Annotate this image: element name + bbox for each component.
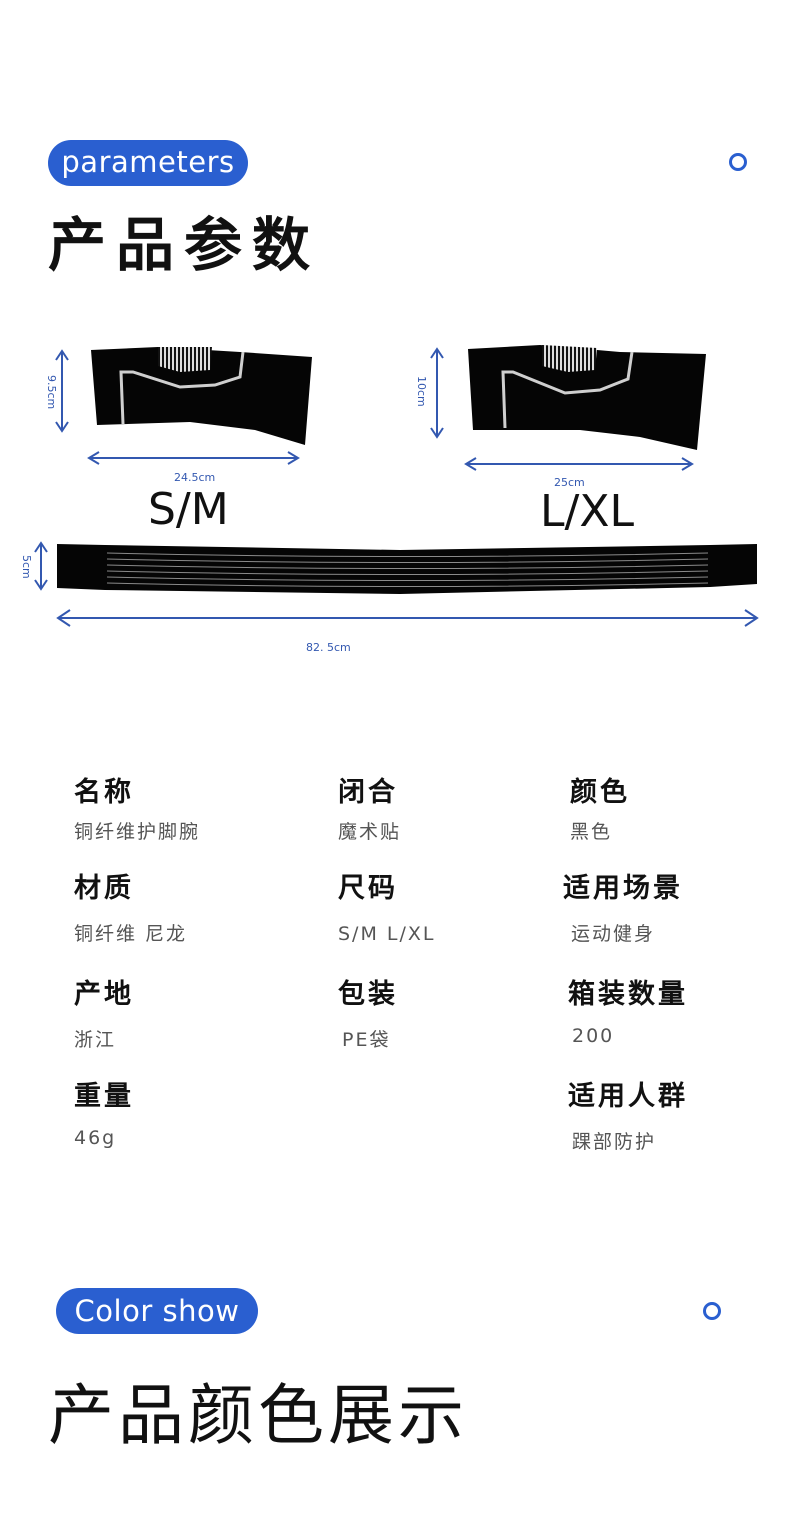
spec-value: 46g [74, 1127, 117, 1149]
spec-item-packaging: 包装 PE袋 [338, 972, 398, 1052]
ring-icon [703, 1302, 721, 1320]
spec-label: 适用场景 [563, 873, 683, 904]
dim-width-sm: 24.5cm [174, 471, 216, 484]
spec-label: 包装 [338, 979, 398, 1010]
spec-value: S/M L/XL [338, 923, 436, 945]
spec-item-size: 尺码 S/M L/XL [338, 866, 435, 945]
spec-value: 运动健身 [571, 923, 656, 945]
spec-value: 200 [572, 1025, 615, 1047]
strap [57, 544, 757, 594]
spec-item-box-quantity: 箱装数量 200 [568, 972, 688, 1047]
section-pill-color-show: Color show [56, 1288, 258, 1334]
spec-label: 闭合 [338, 777, 398, 808]
page-title-parameters: 产品参数 [48, 211, 321, 279]
dim-height-sm: 9.5cm [45, 375, 58, 410]
size-label-lxl: L/XL [540, 486, 634, 537]
spec-value: PE袋 [342, 1029, 391, 1051]
spec-label: 颜色 [570, 777, 630, 808]
spec-item-material: 材质 铜纤维 尼龙 [74, 866, 187, 946]
spec-label: 名称 [74, 777, 134, 808]
spec-value: 魔术贴 [338, 821, 402, 843]
size-label-sm: S/M [148, 484, 229, 535]
dim-width-lxl: 25cm [554, 476, 585, 489]
dim-length-strap: 82. 5cm [306, 641, 351, 654]
dim-height-lxl: 10cm [415, 376, 428, 407]
ring-icon [729, 153, 747, 171]
page-title-color-show: 产品颜色展示 [48, 1377, 468, 1454]
spec-item-color: 颜色 黑色 [570, 770, 630, 844]
spec-item-origin: 产地 浙江 [74, 972, 134, 1052]
ankle-brace-illustration [34, 345, 759, 627]
spec-item-weight: 重量 46g [74, 1074, 134, 1149]
brace-large [468, 345, 706, 450]
product-dimension-image: 9.5cm 24.5cm S/M 10cm 25cm L/XL 5cm 82. … [0, 320, 790, 680]
spec-value: 黑色 [570, 821, 613, 843]
spec-value: 铜纤维 尼龙 [74, 923, 188, 945]
spec-item-target-users: 适用人群 踝部防护 [568, 1074, 688, 1154]
spec-label: 产地 [74, 979, 134, 1010]
spec-item-scenario: 适用场景 运动健身 [563, 866, 683, 946]
spec-value: 浙江 [74, 1029, 117, 1051]
spec-item-name: 名称 铜纤维护脚腕 [74, 770, 200, 844]
dim-height-strap: 5cm [20, 555, 33, 579]
section-pill-parameters: parameters [48, 140, 248, 186]
spec-label: 尺码 [338, 873, 398, 904]
spec-label: 适用人群 [568, 1081, 688, 1112]
spec-value: 铜纤维护脚腕 [74, 821, 201, 843]
spec-label: 重量 [74, 1081, 134, 1112]
spec-label: 材质 [74, 873, 134, 904]
brace-small [91, 347, 312, 445]
spec-item-closure: 闭合 魔术贴 [338, 770, 401, 844]
spec-value: 踝部防护 [572, 1131, 657, 1153]
spec-label: 箱装数量 [568, 979, 688, 1010]
